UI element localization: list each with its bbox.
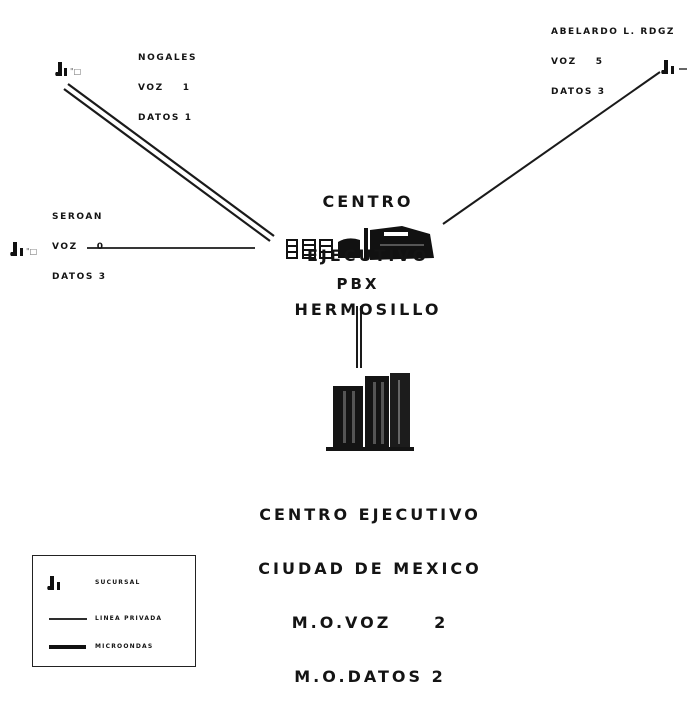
site-datos: DATOS 3 (52, 272, 107, 282)
mexico-line-3: M.O.VOZ 2 (220, 614, 520, 632)
mexico-line-2: CIUDAD DE MEXICO (220, 560, 520, 578)
site-datos: DATOS 3 (551, 87, 675, 97)
site-voz: VOZ 5 (551, 57, 675, 67)
legend-label-private-line: LINEA PRIVADA (95, 615, 162, 622)
mexico-label: CENTRO EJECUTIVO CIUDAD DE MEXICO M.O.VO… (220, 470, 520, 704)
svg-text:"□: "□ (26, 247, 37, 256)
svg-text:"□: "□ (70, 67, 81, 76)
hub-line-2: EJECUTIVO (268, 247, 468, 265)
legend-label-sucursal: SUCURSAL (95, 579, 140, 586)
site-name: NOGALES (138, 53, 197, 63)
mexico-line-1: CENTRO EJECUTIVO (220, 506, 520, 524)
site-label-abelardo: ABELARDO L. RDGZ VOZ 5 DATOS 3 (551, 7, 675, 107)
site-datos: DATOS 1 (138, 113, 197, 123)
site-voz: VOZ 1 (138, 83, 197, 93)
phone-icon-nogales: "□ (55, 62, 81, 76)
legend (32, 555, 196, 667)
server-rack-icon (326, 373, 414, 451)
site-name: SEROAN (52, 212, 107, 222)
hub-line-1: CENTRO (268, 193, 468, 211)
pbx-label: PBX (318, 275, 398, 293)
site-voz: VOZ 0 (52, 242, 107, 252)
site-label-seroan: SEROAN VOZ 0 DATOS 3 (52, 192, 107, 292)
hub-label: CENTRO EJECUTIVO HERMOSILLO (268, 157, 468, 337)
site-label-nogales: NOGALES VOZ 1 DATOS 1 (138, 33, 197, 133)
hub-line-3: HERMOSILLO (268, 301, 468, 319)
legend-label-microwave: MICROONDAS (95, 643, 153, 650)
site-name: ABELARDO L. RDGZ (551, 27, 675, 37)
phone-icon-seroan: "□ (10, 242, 37, 256)
